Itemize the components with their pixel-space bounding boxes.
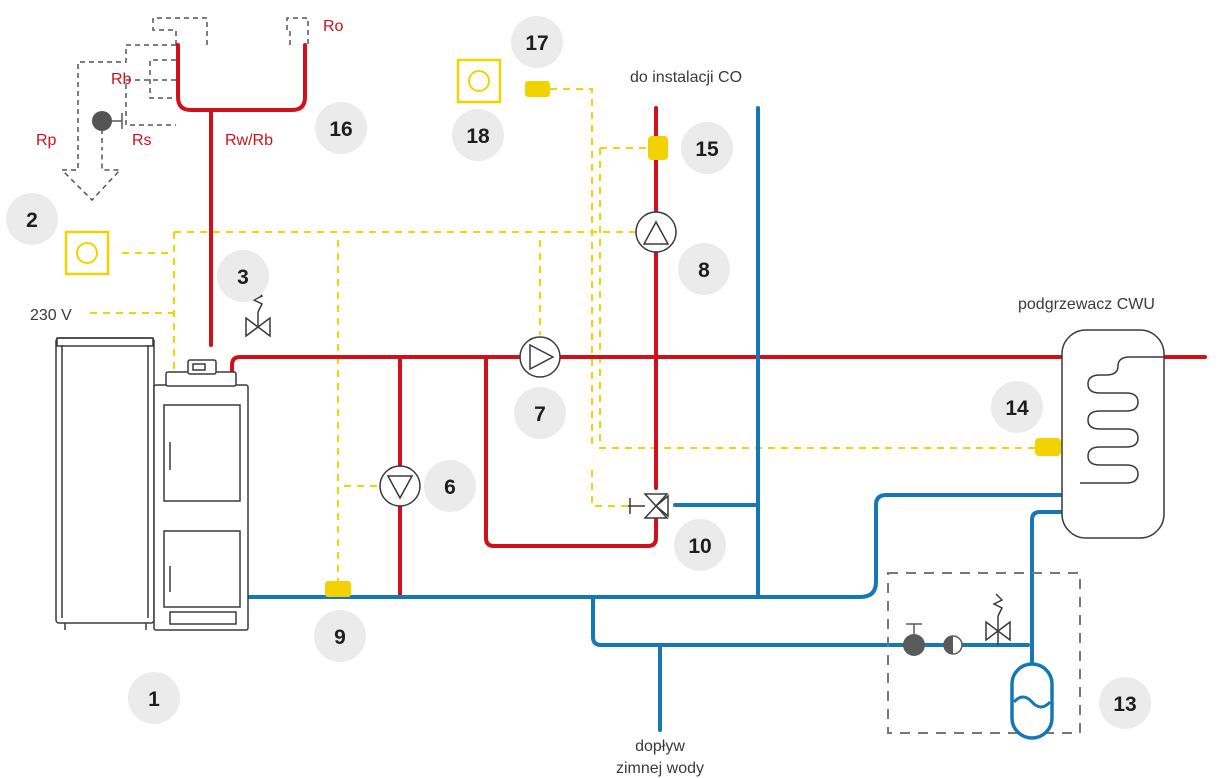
- badge-10-text: 10: [688, 535, 711, 558]
- safety-group-components: [903, 593, 1054, 740]
- label-co-installation: do instalacji CO: [630, 69, 742, 86]
- supply-pipes: [230, 106, 1207, 598]
- badge-7: 7: [514, 387, 566, 439]
- label-rb: Rb: [111, 71, 132, 88]
- badge-6-text: 6: [444, 476, 456, 499]
- badge-9: 9: [314, 610, 366, 662]
- shutoff-valve-rs: [92, 111, 123, 131]
- badge-6: 6: [424, 460, 476, 512]
- badge-7-text: 7: [534, 403, 546, 426]
- badge-9-text: 9: [334, 626, 346, 649]
- badge-2: 2: [6, 193, 58, 245]
- boiler: [55, 337, 249, 631]
- pump-8: [635, 211, 677, 253]
- return-pipes: [246, 106, 1064, 732]
- badge-17-text: 17: [525, 32, 548, 55]
- label-rs: Rs: [132, 132, 152, 149]
- label-voltage: 230 V: [30, 307, 72, 324]
- badge-3: 3: [217, 250, 269, 302]
- badge-16: 16: [315, 102, 367, 154]
- mixing-valve: [628, 493, 669, 519]
- badge-16-text: 16: [329, 118, 352, 141]
- room-controller-18: [456, 58, 502, 104]
- badge-10: 10: [674, 519, 726, 571]
- label-cold-water-1: dopływ: [635, 738, 685, 755]
- badge-17: 17: [511, 16, 563, 68]
- badge-13-text: 13: [1113, 693, 1136, 716]
- label-ro: Ro: [323, 18, 344, 35]
- sensor-17: [525, 81, 550, 97]
- signal-lines: [90, 88, 1038, 582]
- badge-14: 14: [991, 381, 1043, 433]
- badge-18-text: 18: [466, 125, 490, 148]
- sensor-15: [648, 136, 668, 160]
- badge-15-text: 15: [695, 138, 719, 161]
- badge-1-text: 1: [148, 688, 160, 711]
- dhw-cylinder: [1061, 329, 1165, 539]
- badge-15: 15: [681, 122, 733, 174]
- safety-valve: [245, 289, 271, 338]
- room-controller-2: [64, 230, 110, 276]
- sensor-14: [1035, 438, 1061, 456]
- badge-8: 8: [678, 243, 730, 295]
- sensor-9: [325, 581, 351, 597]
- badge-3-text: 3: [237, 266, 249, 289]
- badge-8-text: 8: [698, 259, 710, 282]
- pump-7: [519, 336, 561, 378]
- pump-6: [379, 465, 421, 507]
- expansion-tank: [176, 43, 307, 112]
- label-dhw-heater: podgrzewacz CWU: [1018, 296, 1155, 313]
- badge-18: 18: [452, 109, 504, 161]
- safety-group-box: [887, 572, 1081, 734]
- badge-13: 13: [1099, 677, 1151, 729]
- badge-1: 1: [128, 672, 180, 724]
- badge-2-text: 2: [26, 209, 38, 232]
- label-rp: Rp: [36, 132, 57, 149]
- label-rw-rb: Rw/Rb: [225, 132, 273, 149]
- label-cold-water-2: zimnej wody: [616, 760, 704, 777]
- badge-14-text: 14: [1005, 397, 1029, 420]
